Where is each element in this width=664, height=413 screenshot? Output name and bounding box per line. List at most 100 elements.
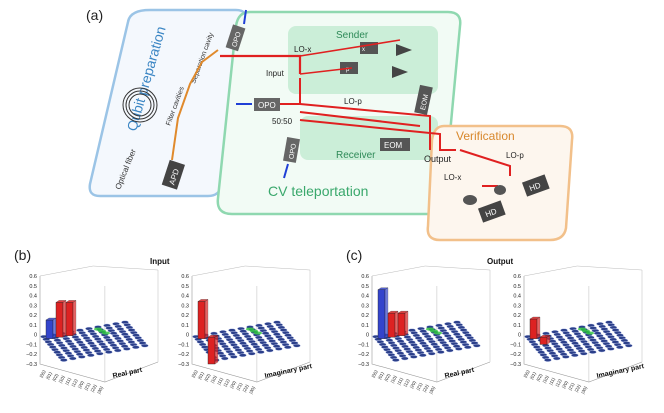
floor-cell <box>553 356 561 361</box>
y-tick-label: 0.6 <box>29 274 37 280</box>
basis-tick-label: |30⟩ <box>580 385 588 395</box>
floor-cell <box>580 351 588 356</box>
basis-tick-label: |11⟩ <box>216 376 224 385</box>
panel-label-c: (c) <box>346 247 362 263</box>
floor-cell <box>274 347 283 351</box>
floor-cell <box>238 353 247 358</box>
floor-highlight <box>102 331 110 335</box>
basis-tick-label: |00⟩ <box>191 369 199 379</box>
y-tick-label: −0.2 <box>358 352 369 358</box>
basis-tick-label: |20⟩ <box>229 380 237 390</box>
basis-tick-label: |02⟩ <box>51 373 59 383</box>
opo-top-label: OPO <box>231 31 243 48</box>
chart-frame-edge <box>425 265 491 271</box>
part-label: Imaginary part <box>596 363 645 380</box>
basis-tick-label: |10⟩ <box>210 374 218 384</box>
basis-tick-label: |12⟩ <box>403 378 411 388</box>
bar-side <box>394 310 399 338</box>
floor-cell <box>598 348 606 353</box>
y-tick-label: −0.2 <box>510 352 521 358</box>
basis-tick-label: |02⟩ <box>535 373 543 383</box>
receiver-label: Receiver <box>336 150 376 161</box>
chart-frame-edge <box>93 265 159 271</box>
basis-tick-label: |22⟩ <box>574 383 582 393</box>
bar-top <box>55 300 67 303</box>
y-tick-label: −0.3 <box>178 362 189 368</box>
qubit-preparation-box: Qubit preparation <box>88 8 248 198</box>
floor-cell <box>69 356 77 361</box>
chart-frame <box>39 276 159 383</box>
floor-cell <box>418 353 427 358</box>
sender-amp-x <box>396 44 412 56</box>
basis-tick-label: |20⟩ <box>561 380 569 390</box>
y-tick-label: 0 <box>366 333 369 339</box>
basis-tick-label: |11⟩ <box>396 376 404 385</box>
sender-box <box>288 26 438 94</box>
chart-frame-edge <box>245 265 311 271</box>
y-tick-label: 0.6 <box>361 274 369 280</box>
verification-box: Verification <box>426 124 574 242</box>
y-tick-label: 0.4 <box>181 294 189 300</box>
y-tick-label: 0.4 <box>361 294 369 300</box>
floor-cell <box>78 355 86 359</box>
y-tick-label: 0.3 <box>513 303 521 309</box>
chart-frame <box>523 276 643 383</box>
part-label: Real part <box>444 367 475 380</box>
chart-frame-edge <box>39 265 94 277</box>
floor-cell <box>256 350 265 354</box>
basis-tick-label: |11⟩ <box>548 376 556 385</box>
floor-cell <box>220 356 229 361</box>
verification-beams <box>459 149 511 187</box>
output-title: Output <box>487 257 514 266</box>
y-tick-label: 0.6 <box>181 274 189 280</box>
basis-tick-label: |02⟩ <box>203 373 211 383</box>
chart-frame-edge <box>523 265 578 277</box>
bar <box>529 318 538 339</box>
y-tick-label: −0.3 <box>26 362 37 368</box>
lo-p-verif-label: LO-p <box>506 151 524 160</box>
bar <box>377 289 386 339</box>
chart-frame <box>191 276 311 383</box>
bar <box>45 319 54 339</box>
chart-frame-edge <box>191 265 246 277</box>
chart-frame-edge <box>577 265 643 271</box>
y-tick-label: −0.1 <box>178 342 189 348</box>
floor-cell <box>229 355 238 359</box>
basis-tick-label: |10⟩ <box>542 374 550 384</box>
basis-tick-label: |01⟩ <box>377 371 385 381</box>
basis-tick-label: |21⟩ <box>415 382 423 392</box>
floor-cell <box>454 347 463 351</box>
floor-highlight <box>586 331 594 335</box>
hd-verif-right: HD <box>521 174 550 197</box>
basis-tick-label: |10⟩ <box>390 374 398 384</box>
floor-highlight <box>254 331 262 335</box>
sender-p-mark: p <box>346 67 350 73</box>
basis-tick-label: |02⟩ <box>383 373 391 383</box>
chart-frame <box>371 276 491 383</box>
opo-left-label: OPO <box>258 101 276 110</box>
hd-verif-left: HD <box>477 200 506 223</box>
splitter-ratio-label: 50:50 <box>272 117 293 126</box>
eom-vertical: EOM <box>414 84 433 115</box>
floor-highlight <box>434 331 442 335</box>
teleport-beams <box>280 78 456 151</box>
cv-teleportation-label: CV teleportation <box>268 183 368 199</box>
basis-tick-label: |21⟩ <box>235 382 243 392</box>
y-tick-label: 0.2 <box>513 313 521 319</box>
bar <box>207 336 216 365</box>
floor-cell <box>247 351 256 356</box>
bar-side <box>404 310 409 336</box>
panel-label-a: (a) <box>86 7 103 23</box>
y-tick-label: 0.2 <box>29 313 37 319</box>
bar <box>197 301 206 339</box>
y-tick-label: 0.4 <box>513 294 521 300</box>
basis-tick-label: |22⟩ <box>242 383 250 393</box>
y-tick-label: 0.3 <box>29 303 37 309</box>
trigger-beam-path <box>171 49 219 161</box>
bar-side <box>536 316 541 339</box>
basis-tick-label: |20⟩ <box>409 380 417 390</box>
part-label: Imaginary part <box>264 363 313 380</box>
basis-tick-label: |00⟩ <box>39 369 47 379</box>
lo-x-sender-label: LO-x <box>294 45 311 54</box>
